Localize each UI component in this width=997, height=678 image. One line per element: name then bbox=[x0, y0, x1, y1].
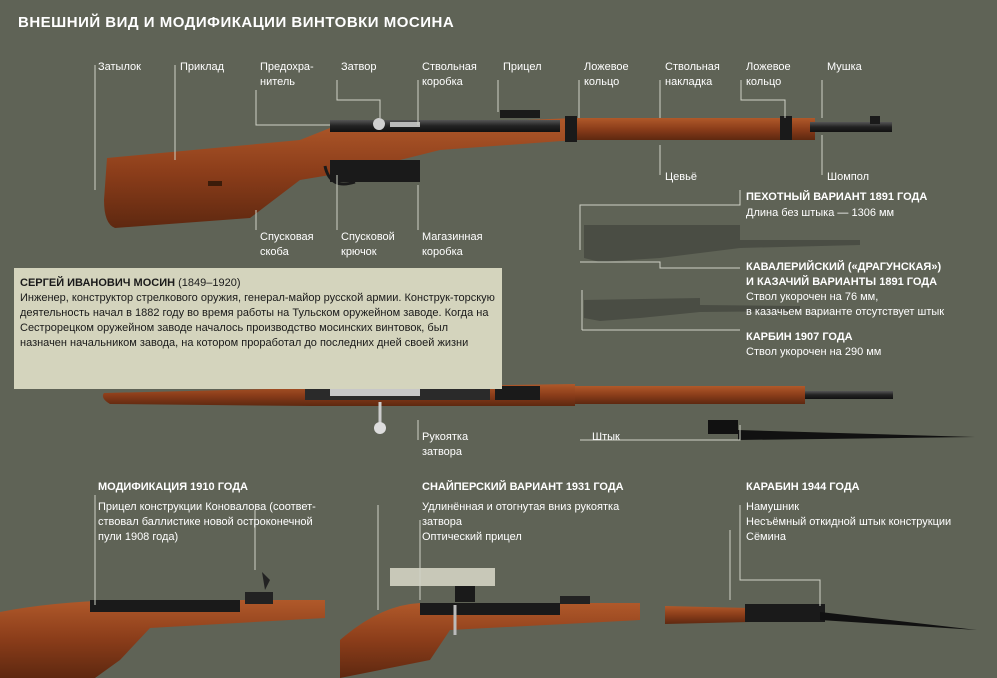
bio-years: (1849–1920) bbox=[175, 277, 241, 289]
label-predohranitel-2: нитель bbox=[260, 76, 296, 88]
sniper-text-1: Удлинённая и отогнутая вниз рукоятка зат… bbox=[422, 501, 620, 528]
bayonet bbox=[708, 420, 975, 440]
label-stvolnaya-korobka-2: коробка bbox=[422, 76, 463, 88]
sniper-title: СНАЙПЕРСКИЙ ВАРИАНТ 1931 ГОДА bbox=[422, 481, 624, 493]
infantry-silhouette bbox=[584, 225, 860, 262]
label-lozhevoe-kolco2-1: Ложевое bbox=[746, 61, 791, 73]
carbine1907-title: КАРБИН 1907 ГОДА bbox=[746, 331, 853, 343]
cavalry-text-1: Ствол укорочен на 76 мм, bbox=[746, 291, 879, 303]
label-zatvor: Затвор bbox=[341, 61, 377, 73]
rifle-1910 bbox=[0, 572, 325, 678]
label-spuskovaya-skoba-2: скоба bbox=[260, 246, 289, 258]
sniper-text-2: Оптический прицел bbox=[422, 531, 522, 543]
infantry-text: Длина без штыка — 1306 мм bbox=[746, 207, 895, 219]
label-lozhevoe-kolco1-2: кольцо bbox=[584, 76, 620, 88]
label-stvolnaya-nakladka-2: накладка bbox=[665, 76, 713, 88]
top-view-rifle bbox=[102, 384, 893, 434]
label-magazinnaya-korobka-2: коробка bbox=[422, 246, 463, 258]
carbine1907-text: Ствол укорочен на 290 мм bbox=[746, 346, 882, 358]
infantry-title: ПЕХОТНЫЙ ВАРИАНТ 1891 ГОДА bbox=[746, 191, 928, 203]
label-priklad: Приклад bbox=[180, 61, 225, 73]
label-shtyk: Штык bbox=[592, 431, 620, 443]
label-rukoyatka-2: затвора bbox=[422, 446, 463, 458]
label-rukoyatka-1: Рукоятка bbox=[422, 431, 469, 443]
label-shompol: Шомпол bbox=[827, 171, 870, 183]
label-stvolnaya-korobka-1: Ствольная bbox=[422, 61, 477, 73]
label-mushka: Мушка bbox=[827, 61, 862, 73]
bio-text: Инженер, конструктор стрелкового оружия,… bbox=[20, 292, 495, 349]
cavalry-title-1: КАВАЛЕРИЙСКИЙ («ДРАГУНСКАЯ») bbox=[746, 261, 942, 273]
label-spuskovoy-kryuchok-1: Спусковой bbox=[341, 231, 395, 243]
page-title: ВНЕШНИЙ ВИД И МОДИФИКАЦИИ ВИНТОВКИ МОСИН… bbox=[18, 14, 455, 31]
bio-name: СЕРГЕЙ ИВАНОВИЧ МОСИН bbox=[20, 277, 176, 289]
label-predohranitel-1: Предохра- bbox=[260, 61, 314, 73]
m1910-text: Прицел конструкции Коновалова (соответ-с… bbox=[98, 501, 316, 543]
rifle-sniper bbox=[340, 568, 640, 678]
leader-lines bbox=[94, 65, 823, 610]
carbine-1944 bbox=[665, 604, 977, 630]
m1910-title: МОДИФИКАЦИЯ 1910 ГОДА bbox=[98, 481, 248, 493]
cavalry-silhouette bbox=[584, 298, 800, 321]
label-stvolnaya-nakladka-1: Ствольная bbox=[665, 61, 720, 73]
label-lozhevoe-kolco2-2: кольцо bbox=[746, 76, 782, 88]
label-spuskovaya-skoba-1: Спусковая bbox=[260, 231, 314, 243]
c1944-title: КАРАБИН 1944 ГОДА bbox=[746, 481, 860, 493]
label-magazinnaya-korobka-1: Магазинная bbox=[422, 231, 483, 243]
label-spuskovoy-kryuchok-2: крючок bbox=[341, 246, 377, 258]
label-lozhevoe-kolco1-1: Ложевое bbox=[584, 61, 629, 73]
label-cevye: Цевьё bbox=[665, 171, 697, 183]
cavalry-text-2: в казачьем варианте отсутствует штык bbox=[746, 306, 945, 318]
c1944-text-1: Намушник bbox=[746, 501, 800, 513]
label-zatylok: Затылок bbox=[98, 61, 141, 73]
label-pricel: Прицел bbox=[503, 61, 542, 73]
c1944-text-2: Несъёмный откидной штык конструкции Сёми… bbox=[746, 516, 952, 543]
bio-panel: СЕРГЕЙ ИВАНОВИЧ МОСИН (1849–1920) Инжене… bbox=[14, 268, 502, 389]
cavalry-title-2: И КАЗАЧИЙ ВАРИАНТЫ 1891 ГОДА bbox=[746, 276, 938, 288]
main-rifle bbox=[104, 110, 892, 228]
